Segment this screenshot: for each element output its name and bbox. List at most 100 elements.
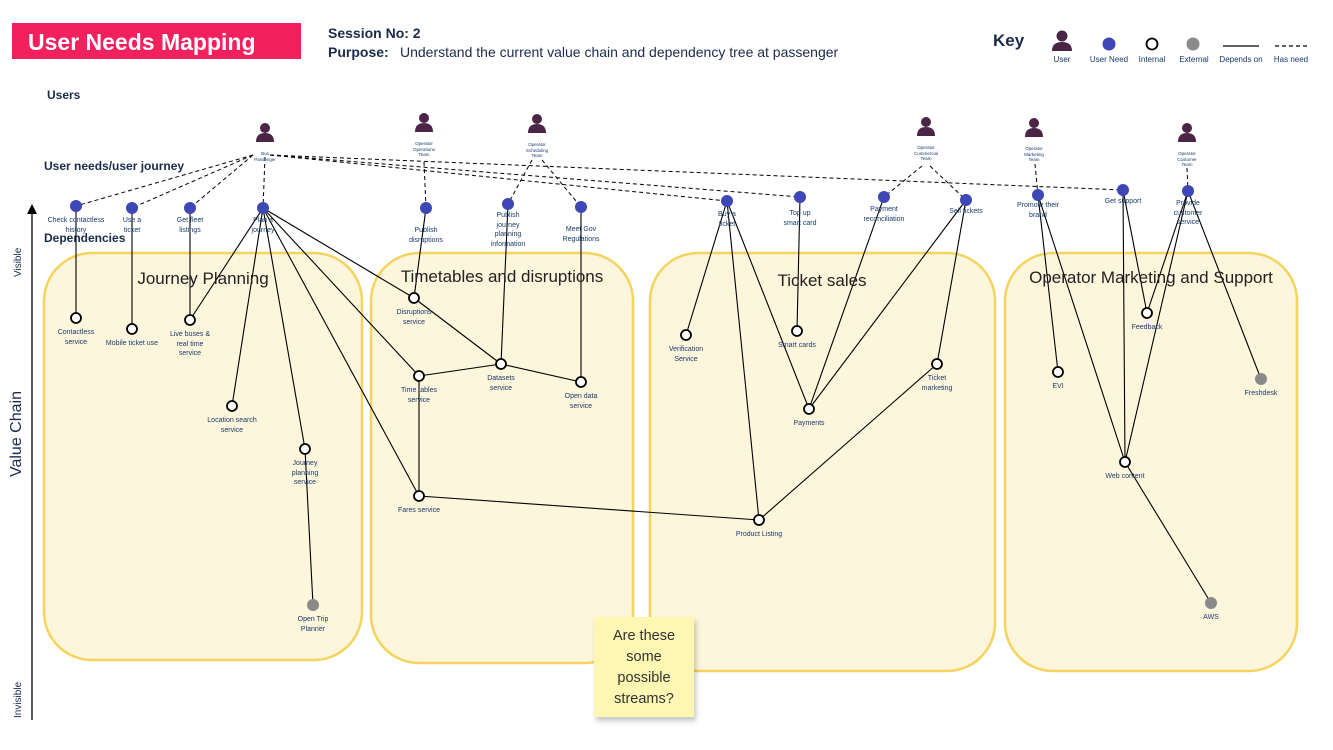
region-title-timetables-disruptions: Timetables and disruptions bbox=[400, 267, 604, 286]
component-label-line: Service bbox=[674, 355, 698, 363]
internal-component-circle bbox=[495, 358, 507, 370]
internal-component-circle bbox=[413, 370, 425, 382]
internal-component-circle bbox=[299, 443, 311, 455]
user-label-line: Bus bbox=[261, 151, 269, 156]
component-label-line: Disruptions bbox=[396, 309, 432, 316]
component-label-line: marketing bbox=[921, 384, 953, 392]
component-label-line: Contactless bbox=[57, 329, 95, 336]
component-label-line: Smart cards bbox=[778, 342, 816, 349]
user-label-line: Scheduling bbox=[525, 147, 549, 153]
component-label-line: service bbox=[64, 338, 88, 346]
user-need-label-line: service bbox=[1176, 219, 1200, 226]
component-label-line: AWS bbox=[1203, 614, 1219, 621]
user-need-dot bbox=[721, 195, 733, 207]
user-need-label-line: Meet Gov bbox=[565, 226, 597, 233]
user-need-label-line: Promote their bbox=[1016, 202, 1060, 209]
region-title-ticket-sales: Ticket sales bbox=[777, 271, 867, 290]
component-label: Feedback bbox=[1132, 323, 1163, 333]
key-need-dot bbox=[1102, 37, 1116, 51]
component-label: AWS bbox=[1203, 613, 1219, 623]
component-label: Web content bbox=[1105, 472, 1144, 482]
purpose-text: Understand the current value chain and d… bbox=[400, 44, 839, 60]
component-label-line: Payments bbox=[793, 420, 825, 427]
user-need-label-line: Get fleet bbox=[176, 217, 204, 224]
internal-component-circle bbox=[680, 329, 692, 341]
section-dependencies: Dependencies bbox=[44, 231, 126, 245]
user-label-line: Team bbox=[418, 152, 430, 157]
user-need-dot bbox=[878, 191, 890, 203]
user-need-label-line: Publish bbox=[414, 227, 438, 234]
internal-component-circle bbox=[931, 358, 943, 370]
user-icon bbox=[1025, 118, 1043, 137]
key-internal-label: Internal bbox=[1138, 55, 1166, 64]
purpose-label: Purpose: bbox=[328, 44, 389, 60]
component-label: Smart cards bbox=[778, 341, 816, 351]
user-need-label-line: Top up bbox=[789, 210, 811, 217]
component-label: Product Listing bbox=[736, 530, 782, 540]
user-need-label-line: Sell tickets bbox=[949, 208, 983, 215]
title-banner bbox=[12, 23, 301, 59]
user-label-line: Passenger bbox=[254, 156, 276, 162]
component-label: Contactless service bbox=[58, 328, 95, 347]
user-need-dot bbox=[257, 202, 269, 214]
page-title: User Needs Mapping bbox=[28, 29, 256, 55]
user-icon bbox=[917, 117, 935, 136]
key-title: Key bbox=[993, 31, 1025, 50]
internal-component-circle bbox=[408, 292, 420, 304]
component-label-line: service bbox=[293, 479, 317, 486]
component-label-line: service bbox=[489, 384, 513, 392]
user-need-label-line: Plan a bbox=[253, 217, 273, 224]
user-label-line: Team bbox=[1181, 162, 1193, 167]
region-title-operator-marketing-support: Operator Marketing and Support bbox=[1029, 268, 1273, 287]
user-label-line: Operator bbox=[528, 142, 546, 147]
components-layer bbox=[70, 292, 1267, 611]
component-label-line: service bbox=[569, 402, 593, 410]
sticky-note bbox=[594, 617, 694, 717]
user-label-line: Team bbox=[531, 153, 543, 158]
user-label-line: Operator bbox=[917, 145, 935, 150]
component-label-line: Fares service bbox=[397, 507, 441, 514]
user-icon bbox=[1178, 123, 1196, 142]
internal-component-circle bbox=[575, 376, 587, 388]
user-label-line: Customer bbox=[1177, 156, 1197, 162]
sticky-note-text: Are these some possible streams? bbox=[594, 626, 694, 710]
region-ticket-sales bbox=[648, 251, 997, 673]
component-label-line: Web content bbox=[1105, 473, 1145, 480]
component-label-line: Feedback bbox=[1131, 324, 1163, 331]
user-label-line: Operations bbox=[412, 146, 436, 152]
user-icon bbox=[256, 123, 274, 142]
user-need-label-line: reconciliation bbox=[863, 215, 905, 223]
user-need-dot bbox=[126, 202, 138, 214]
user-need-dot bbox=[1182, 185, 1194, 197]
component-label: Mobile ticket use bbox=[106, 339, 158, 349]
has-need-links bbox=[75, 154, 1189, 209]
key-depends-label: Depends on bbox=[1219, 55, 1263, 64]
user-icon bbox=[415, 113, 433, 132]
internal-component-circle bbox=[753, 514, 765, 526]
user-need-dot bbox=[1032, 189, 1044, 201]
user-need-label-line: customer bbox=[1173, 209, 1203, 217]
needs-layer bbox=[70, 184, 1194, 214]
user-need-label-line: Regulations bbox=[562, 235, 600, 243]
component-label-line: Open Trip bbox=[297, 616, 329, 623]
region-operator-marketing-support bbox=[1003, 251, 1299, 673]
user-need-label-line: planning bbox=[494, 231, 522, 238]
internal-component-circle bbox=[803, 403, 815, 415]
